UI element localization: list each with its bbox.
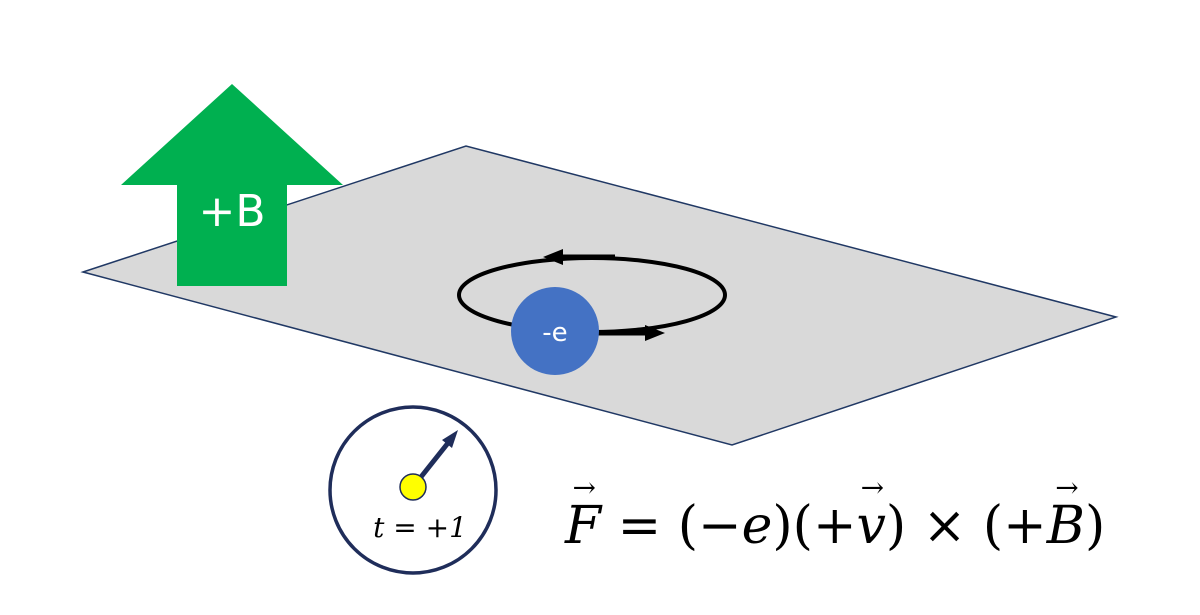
force-symbol: F — [565, 496, 602, 556]
orbit-arrow-top — [543, 249, 615, 265]
field-vector-arrow: → — [1055, 471, 1079, 504]
orbit-arrow-bottom — [598, 325, 665, 341]
velocity-close: ) — [885, 496, 907, 556]
field-close: ) — [1084, 496, 1106, 556]
velocity-open: (+ — [792, 496, 857, 556]
equals-sign: = — [617, 496, 662, 556]
velocity-vector: →v — [857, 474, 886, 553]
cross-product-sign: × — [922, 496, 967, 556]
field-label: +B — [198, 186, 265, 237]
clock-pivot — [399, 473, 427, 501]
force-vector-arrow: → — [572, 471, 596, 504]
lorentz-force-equation: → F = (−e)(+→v) × (+→B) — [565, 474, 1105, 553]
electron — [511, 287, 599, 375]
clock-label: t = +1 — [373, 511, 467, 544]
magnetic-field-arrow — [121, 84, 343, 286]
force-vector: → F — [565, 474, 601, 553]
field-vector: →B — [1047, 474, 1085, 553]
field-symbol: B — [1046, 496, 1085, 556]
plane — [80, 145, 1119, 446]
field-open: (+ — [982, 496, 1047, 556]
velocity-vector-arrow: → — [860, 471, 885, 504]
electron-label: -e — [542, 318, 567, 348]
charge-term: (−e) — [677, 496, 793, 556]
velocity-symbol: v — [856, 496, 886, 556]
